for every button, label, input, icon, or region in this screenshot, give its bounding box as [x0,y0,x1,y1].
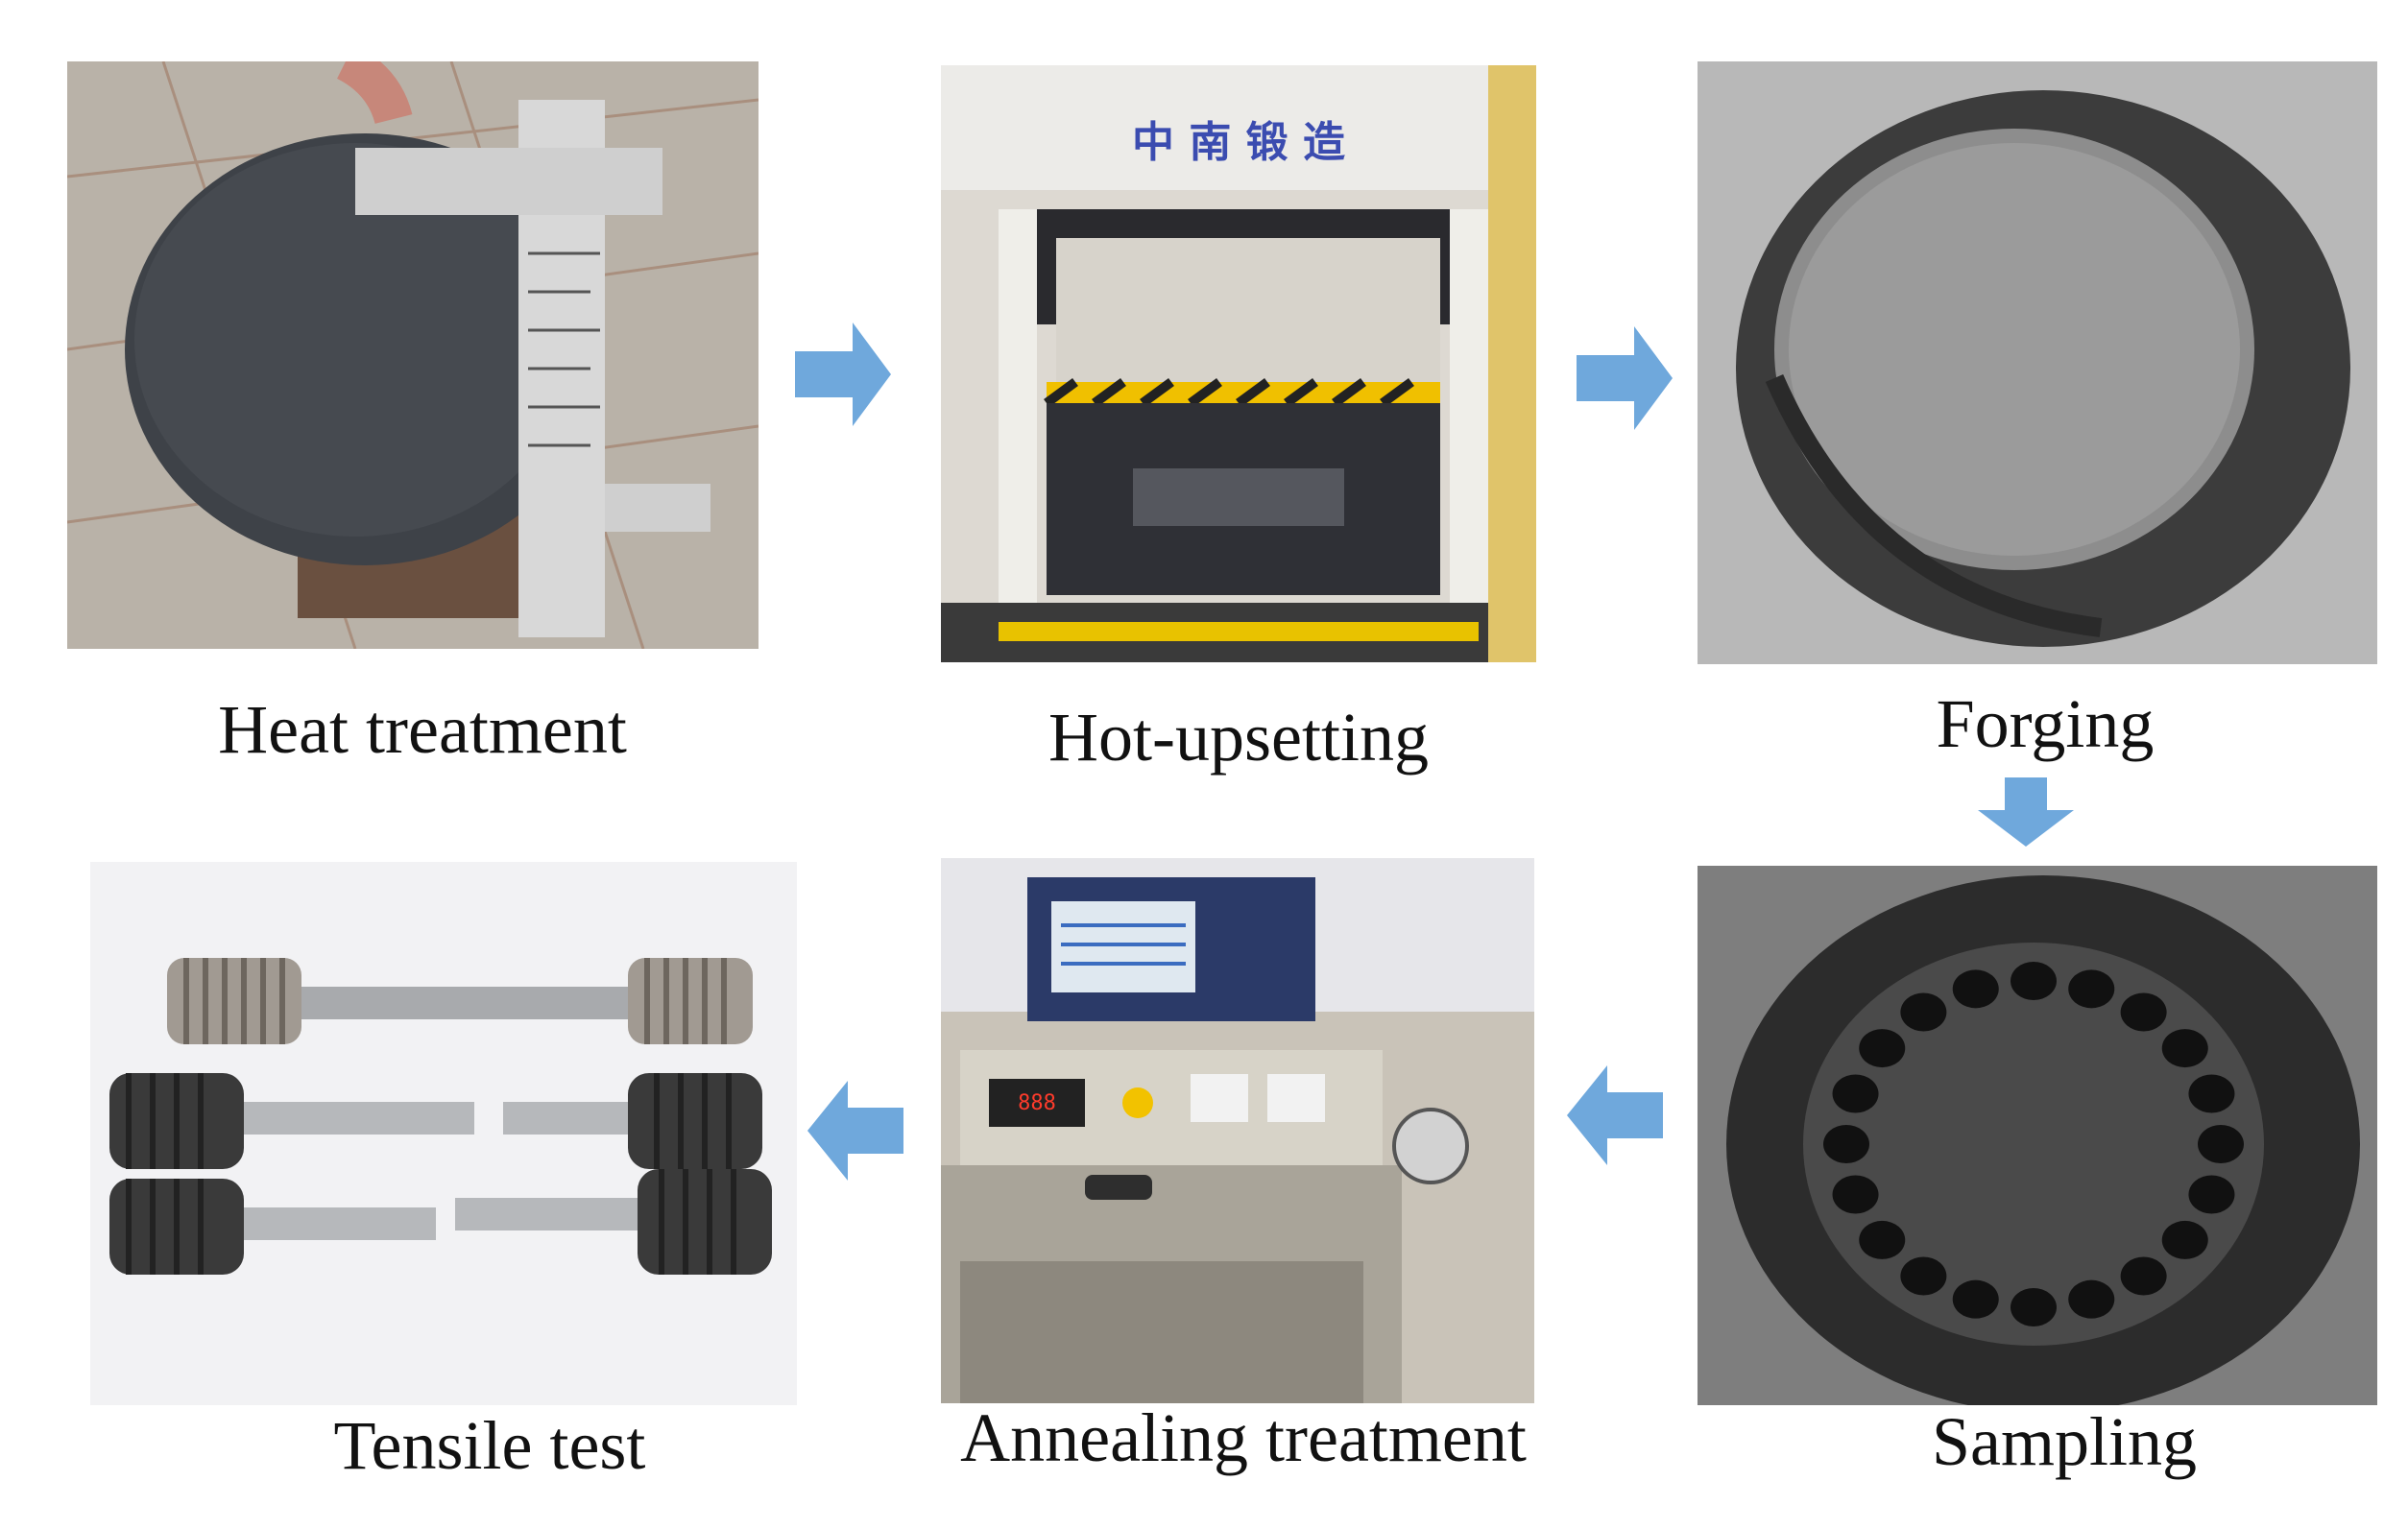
sample-hole [1859,1029,1906,1068]
sample-hole [2068,969,2115,1009]
sample-hole [1952,969,1999,1009]
sample-hole [1900,992,1947,1032]
sample-hole [2188,1074,2235,1113]
forging-photo [1698,61,2377,664]
arrow-left-icon [1565,1065,1665,1165]
sample-hole [1952,1279,1999,1319]
arrow-down-icon [1978,777,2074,847]
sample-hole [2120,1256,2167,1296]
caption-tensile-test: Tensile test [333,1407,646,1484]
tensile-test-photo [90,862,797,1405]
sample-hole [1823,1125,1869,1163]
caption-hot-upsetting: Hot-upsetting [1048,699,1429,776]
arrow-left-icon [805,1081,906,1181]
press-sign-text: 中 南 锻 造 [1132,118,1345,167]
sample-hole [2161,1029,2208,1068]
arrow-right-icon [795,323,891,426]
sample-hole [2011,962,2057,1000]
caption-annealing-treatment: Annealing treatment [960,1399,1527,1476]
caption-sampling: Sampling [1931,1403,2197,1480]
sample-hole [1832,1074,1879,1113]
annealing-treatment-photo: 888 [941,858,1534,1403]
arrow-right-icon [1575,326,1674,430]
sample-hole [2011,1288,2057,1326]
caption-heat-treatment: Heat treatment [218,691,627,768]
svg-text:888: 888 [1018,1091,1056,1115]
caption-forging: Forging [1936,685,2155,762]
sample-hole [2188,1175,2235,1214]
sample-hole [2068,1279,2115,1319]
heat-treatment-photo [67,61,759,649]
sampling-photo [1698,866,2377,1405]
sample-hole [1900,1256,1947,1296]
sample-hole [2161,1220,2208,1259]
sample-hole [1832,1175,1879,1214]
sample-hole [2198,1125,2244,1163]
sample-hole [2120,992,2167,1032]
hot-upsetting-photo: 中 南 锻 造 [941,65,1536,662]
sample-hole [1859,1220,1906,1259]
